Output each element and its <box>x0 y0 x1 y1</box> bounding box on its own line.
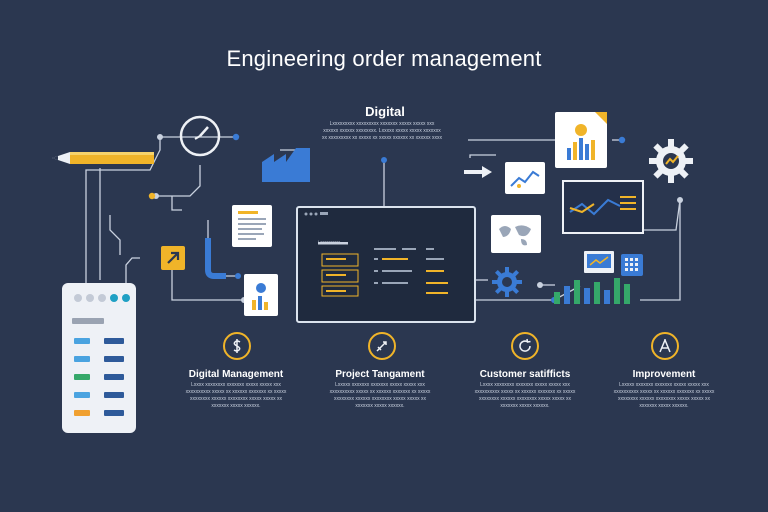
list-item[interactable] <box>104 410 124 416</box>
list-item[interactable] <box>104 392 124 398</box>
category-description: Lxxxx xxxxxxxx xxxxxxx xxxxx xxxxx xxx x… <box>185 382 287 409</box>
dollar-icon <box>233 339 241 353</box>
pipe-icon <box>205 238 226 279</box>
improvement-icon <box>651 332 679 360</box>
gear-icon <box>649 139 693 183</box>
list-item[interactable] <box>74 356 90 362</box>
compass-icon <box>659 339 671 353</box>
project-management-icon <box>368 332 396 360</box>
category-description: Lxxxxx xxxxxxx xxxxxxx xxxxx xxxxx xxx x… <box>329 382 431 409</box>
rocket-icon <box>376 341 387 352</box>
customer-satisfaction-icon <box>511 332 539 360</box>
arrow-badge <box>161 246 185 270</box>
status-dot <box>98 294 106 302</box>
status-dot <box>110 294 118 302</box>
calculator-icon <box>621 254 643 276</box>
status-dot <box>122 294 130 302</box>
list-item[interactable] <box>104 338 124 344</box>
arrow-up-right-icon <box>167 251 180 264</box>
list-item[interactable] <box>74 392 90 398</box>
list-item[interactable] <box>74 374 90 380</box>
factory-icon <box>262 148 310 182</box>
clock-icon <box>179 115 221 157</box>
mini-screen <box>584 251 614 273</box>
category-title: Digital Management <box>188 369 284 380</box>
arrow-right-icon <box>464 166 492 178</box>
list-item[interactable] <box>104 374 124 380</box>
digital-description: Lxxxxxxxxx xxxxxxxxx xxxxxxx xxxxx xxxxx… <box>322 121 443 141</box>
category-description: Lxxxx xxxxxxxx xxxxxxx xxxxx xxxxx xxx x… <box>474 382 576 409</box>
refresh-icon <box>519 338 531 352</box>
document-card <box>232 205 272 247</box>
dashboard-monitor: Lxxxxxxxxxx <box>296 206 476 323</box>
digital-label: Digital <box>365 104 405 119</box>
line-chart-card <box>505 162 545 194</box>
trend-monitor <box>562 180 644 234</box>
mobile-app-panel <box>62 283 136 433</box>
category-title: Customer satifficts <box>479 369 571 380</box>
report-card <box>244 274 278 316</box>
list-header <box>72 318 104 324</box>
monitor-header: Lxxxxxxxxxx <box>318 239 341 244</box>
bar-chart-report <box>555 112 607 168</box>
world-map-card <box>491 215 541 253</box>
category-description: Lxxxxx xxxxxxx xxxxxxx xxxxx xxxxx xxx x… <box>613 382 715 409</box>
status-dot <box>86 294 94 302</box>
pencil-icon <box>52 152 154 164</box>
bar-chart-graphic <box>554 278 630 304</box>
page-title: Engineering order management <box>226 46 542 71</box>
list-item[interactable] <box>104 356 124 362</box>
category-title: Project Tangament <box>335 369 425 380</box>
small-gear-icon <box>492 267 522 297</box>
digital-management-icon <box>223 332 251 360</box>
list-item[interactable] <box>74 410 90 416</box>
category-title: Improvement <box>632 369 696 380</box>
status-dot <box>74 294 82 302</box>
list-item[interactable] <box>74 338 90 344</box>
